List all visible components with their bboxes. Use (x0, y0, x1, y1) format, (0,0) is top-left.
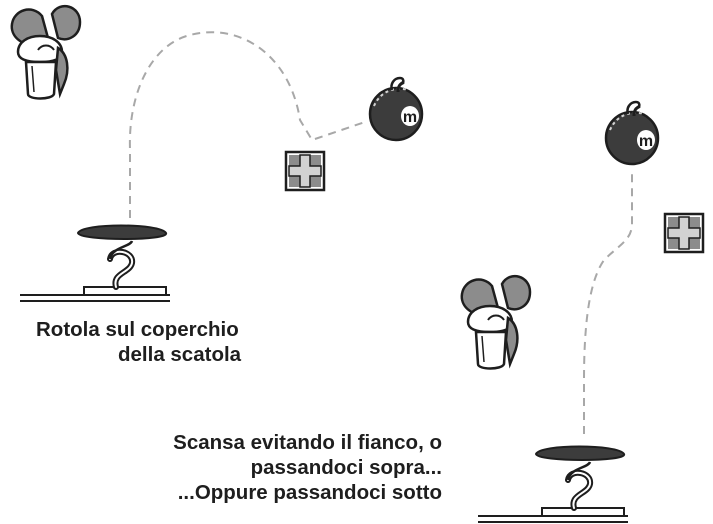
caption-dodge-line-1: Scansa evitando il fianco, o (173, 431, 442, 454)
spring-pad-icon (478, 447, 628, 523)
block-icon (663, 212, 705, 254)
fan-icon (10, 4, 82, 100)
caption-roll-line-2: della scatola (118, 343, 242, 366)
block-icon (284, 150, 326, 192)
fan-icon (460, 274, 532, 370)
caption-roll: Rotola sul coperchio della scatola (36, 317, 336, 367)
caption-roll-line-1: Rotola sul coperchio (36, 318, 239, 341)
bomb-icon (368, 76, 424, 142)
caption-dodge-line-3: ...Oppure passandoci sotto (177, 481, 442, 504)
jump-path-left (128, 31, 366, 218)
spring-pad-icon (20, 226, 170, 302)
bomb-icon (604, 100, 660, 166)
caption-dodge: Scansa evitando il fianco, o passandoci … (173, 430, 442, 505)
jump-path-right (583, 170, 633, 434)
caption-dodge-line-2: passandoci sopra... (250, 456, 442, 479)
